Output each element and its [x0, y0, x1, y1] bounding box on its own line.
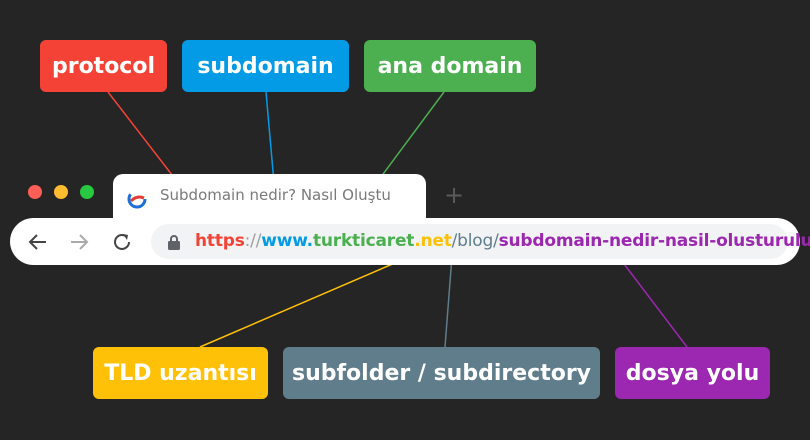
new-tab-icon[interactable]: +: [444, 181, 465, 209]
tab-title: Subdomain nedir? Nasıl Oluştu: [160, 186, 391, 204]
url-subdomain: www.: [261, 231, 313, 251]
window-minimize-dot[interactable]: [54, 185, 68, 199]
back-arrow-icon[interactable]: [26, 230, 50, 254]
browser-tab[interactable]: Subdomain nedir? Nasıl Oluştu: [113, 174, 426, 222]
subfolder-label: subfolder / subdirectory: [283, 347, 600, 399]
tld-connector: [199, 255, 412, 348]
url-text[interactable]: https://www.turkticaret.net/blog/subdoma…: [195, 231, 810, 251]
url-path: subdomain-nedir-nasil-olusturulur: [498, 231, 810, 251]
address-bar[interactable]: https://www.turkticaret.net/blog/subdoma…: [151, 224, 810, 259]
window-close-dot[interactable]: [28, 185, 42, 199]
url-folder: blog: [457, 231, 494, 251]
dosya-yolu-label: dosya yolu: [615, 347, 770, 399]
forward-arrow-icon[interactable]: [67, 230, 91, 254]
dosya-connector: [617, 255, 688, 348]
subfolder-connector: [444, 255, 453, 348]
reload-icon[interactable]: [110, 230, 134, 254]
url-slash: /: [493, 231, 499, 251]
url-tld: .net: [414, 231, 452, 251]
subdomain-label: subdomain: [182, 40, 349, 92]
browser-toolbar: https://www.turkticaret.net/blog/subdoma…: [10, 218, 810, 265]
url-protocol: https: [195, 231, 245, 251]
protocol-label: protocol: [40, 40, 167, 92]
tld-label: TLD uzantısı: [93, 347, 268, 399]
ana-domain-label: ana domain: [364, 40, 536, 92]
url-separator: ://: [244, 231, 262, 251]
url-domain: turkticaret: [312, 231, 415, 251]
lock-icon: [168, 235, 180, 250]
turkticaret-favicon-icon: [127, 189, 147, 209]
window-maximize-dot[interactable]: [80, 185, 94, 199]
url-slash: /: [451, 231, 458, 251]
